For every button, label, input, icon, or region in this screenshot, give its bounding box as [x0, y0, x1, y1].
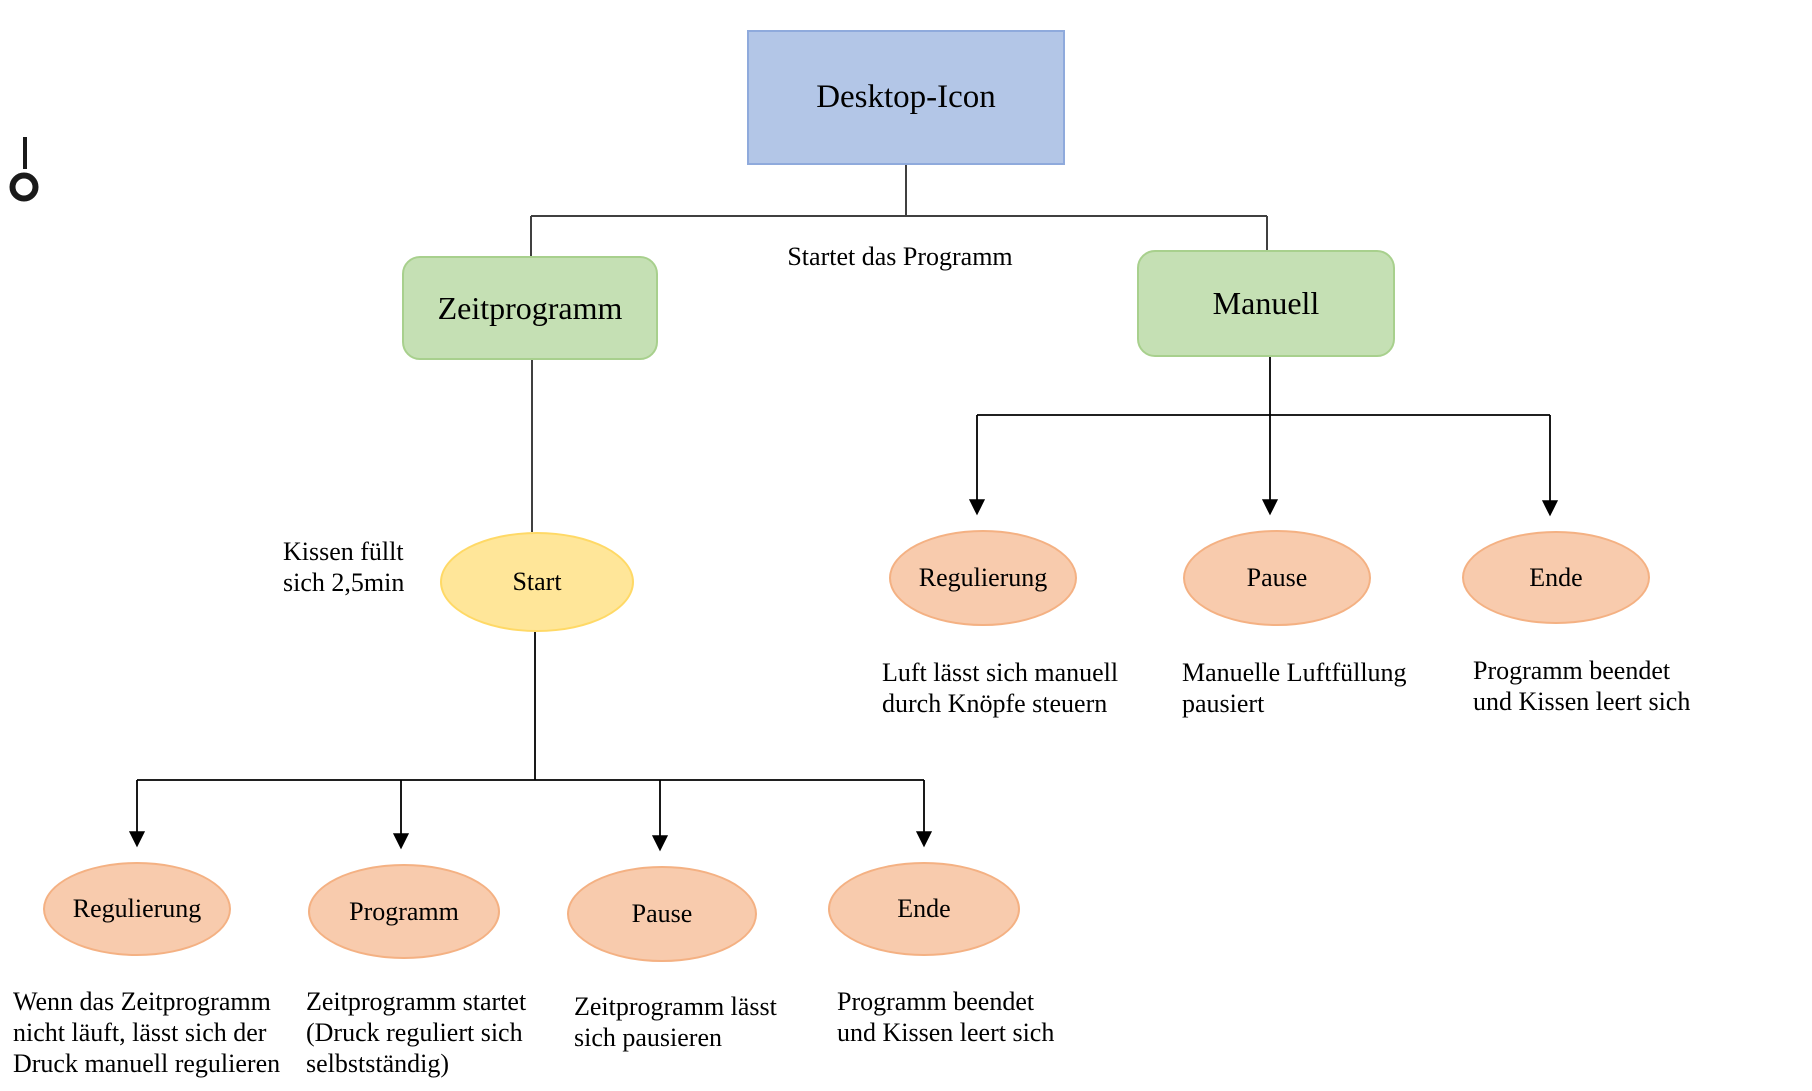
node-desktop-icon: Desktop-Icon	[747, 30, 1065, 165]
desc-zeit-pause: Zeitprogramm lässt sich pausieren	[574, 992, 777, 1052]
node-man-pause: Pause	[1183, 530, 1371, 626]
node-zeit-ende: Ende	[828, 862, 1020, 956]
node-man-regulierung: Regulierung	[889, 530, 1077, 626]
node-manuell: Manuell	[1137, 250, 1395, 357]
node-zeit-pause-label: Pause	[631, 899, 693, 928]
desc-man-regulierung: Luft lässt sich manuell durch Knöpfe ste…	[882, 658, 1119, 718]
node-zeit-regulierung: Regulierung	[43, 862, 231, 956]
connector-manuell-to-leaves	[968, 357, 1559, 517]
node-zeit-programm-label: Programm	[349, 896, 459, 926]
desc-man-ende: Programm beendet und Kissen leert sich	[1473, 656, 1691, 716]
node-start: Start	[440, 532, 634, 632]
desc-man-pause: Manuelle Luftfüllung pausiert	[1182, 658, 1407, 718]
connector-start-to-leaves	[128, 632, 933, 852]
desc-zeit-ende: Programm beendet und Kissen leert sich	[837, 987, 1055, 1047]
node-man-ende: Ende	[1462, 531, 1650, 624]
node-manuell-label: Manuell	[1212, 285, 1320, 321]
desc-zeit-programm: Zeitprogramm startet (Druck reguliert si…	[306, 987, 527, 1078]
node-man-ende-label: Ende	[1529, 562, 1583, 592]
node-zeit-programm: Programm	[308, 864, 500, 959]
root-caption: Startet das Programm	[787, 242, 1013, 271]
node-man-regulierung-label: Regulierung	[918, 563, 1048, 592]
desc-zeit-regulierung: Wenn das Zeitprogramm nicht läuft, lässt…	[13, 987, 281, 1078]
connector-root-to-branches	[530, 165, 1268, 256]
start-note: Kissen füllt sich 2,5min	[283, 537, 405, 597]
node-zeit-ende-label: Ende	[897, 894, 951, 923]
node-zeit-pause: Pause	[567, 866, 757, 962]
line-circle-icon	[9, 137, 39, 202]
node-zeitprogramm: Zeitprogramm	[402, 256, 658, 360]
node-zeitprogramm-label: Zeitprogramm	[437, 289, 623, 326]
node-desktop-icon-label: Desktop-Icon	[816, 79, 996, 115]
node-start-label: Start	[512, 567, 562, 596]
node-zeit-regulierung-label: Regulierung	[72, 894, 202, 923]
node-man-pause-label: Pause	[1246, 563, 1308, 592]
